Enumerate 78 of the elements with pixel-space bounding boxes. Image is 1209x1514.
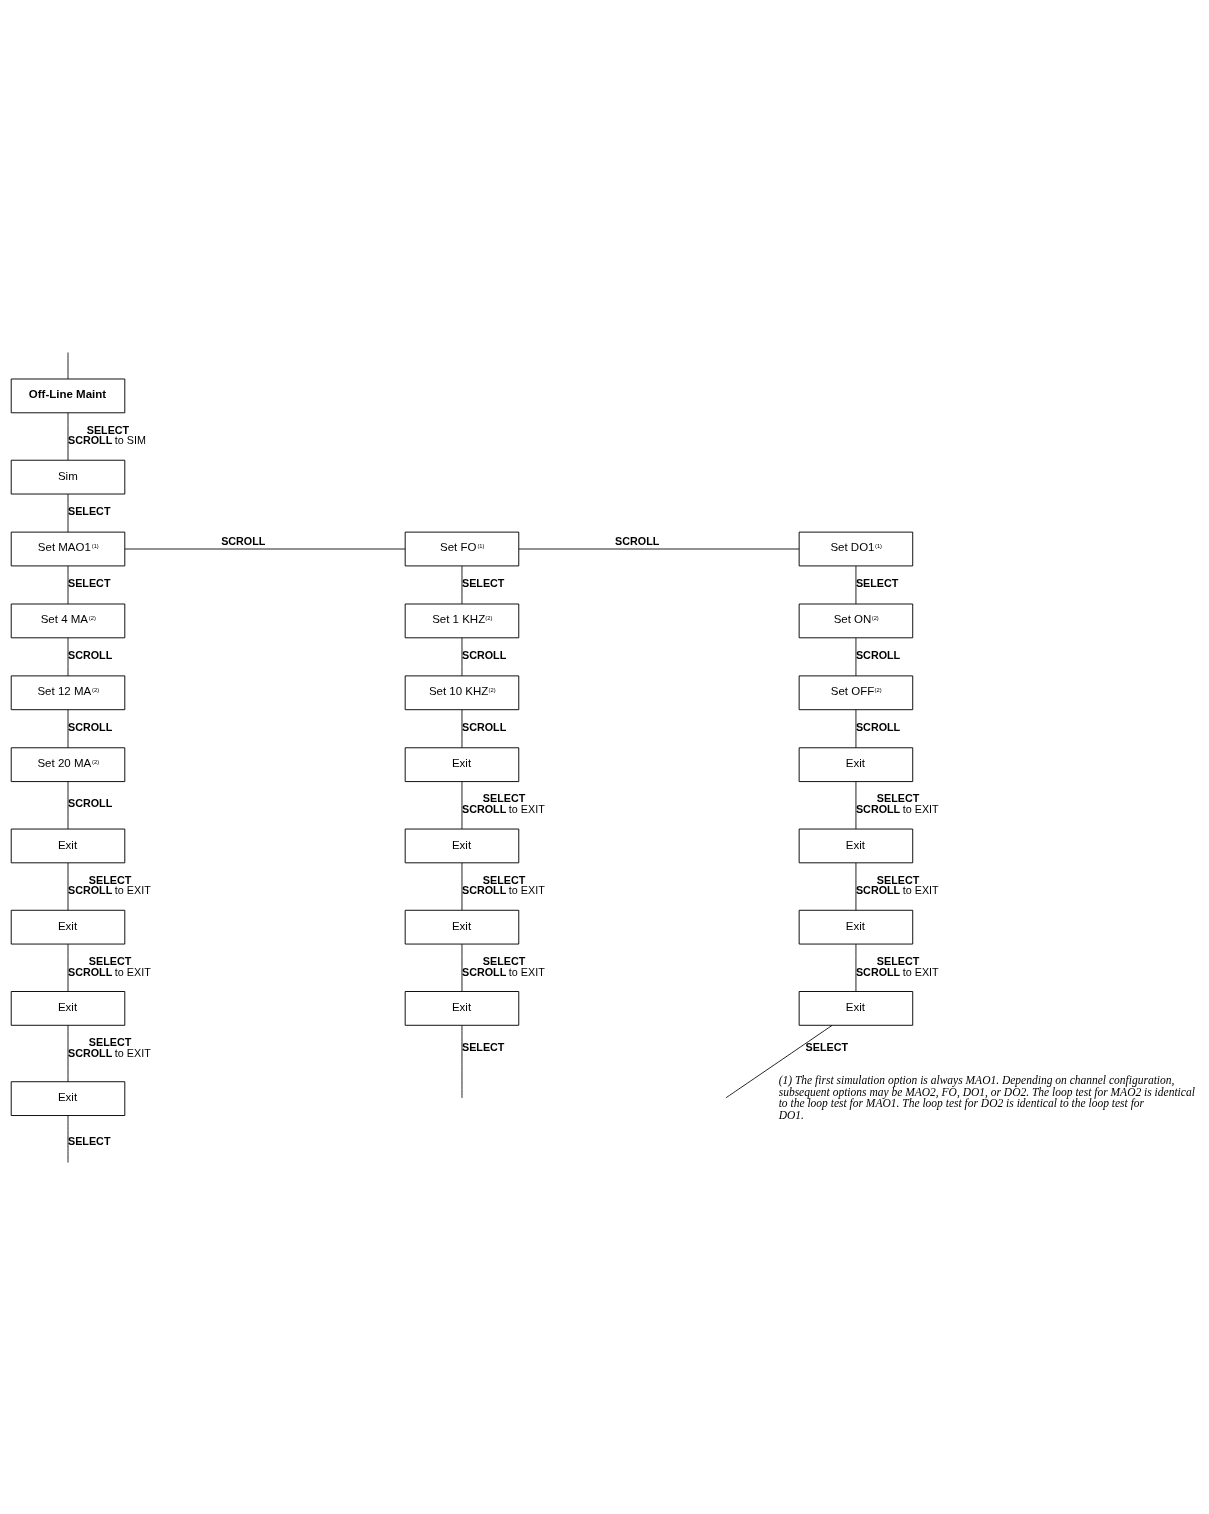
- connector: [461, 1024, 463, 1098]
- node-box: Exit: [10, 990, 126, 1026]
- node-box: Off-Line Maint: [10, 378, 126, 413]
- node-box: Sim: [10, 459, 126, 494]
- connector: [461, 637, 463, 676]
- connector: [67, 708, 69, 748]
- edge-label: SELECT SCROLL to SIM: [68, 423, 146, 446]
- edge-label: SELECT SCROLL to EXIT: [461, 873, 545, 896]
- node-box: Exit: [404, 828, 520, 863]
- edge-label: SELECT SCROLL to EXIT: [855, 791, 939, 815]
- edge-label: SELECT SCROLL to EXIT: [68, 954, 151, 978]
- edge-label: SCROLL: [461, 648, 507, 661]
- node-box: Set 4 MA$^{(2)}$: [10, 603, 126, 638]
- edge-label: SCROLL: [461, 720, 507, 733]
- connector: [67, 862, 69, 911]
- edge-label: SELECT: [461, 576, 505, 589]
- edge-label: SELECT: [805, 1040, 849, 1053]
- edge-label: SELECT: [461, 1040, 505, 1053]
- edge-label: SELECT: [68, 1134, 111, 1147]
- connector: [67, 493, 69, 532]
- edge-label: SCROLL: [68, 648, 113, 661]
- node-box: Set MAO1$^{(1)}$: [10, 531, 126, 566]
- edge-label: SELECT: [855, 576, 899, 589]
- edge-label: SELECT SCROLL to EXIT: [68, 1035, 151, 1059]
- connector: [124, 548, 406, 549]
- edge-label: SCROLL: [855, 648, 901, 661]
- edge-label: SCROLL: [615, 534, 660, 547]
- node-box: Exit: [10, 909, 126, 945]
- connector: [855, 780, 857, 829]
- node-box: Exit: [404, 990, 520, 1026]
- connector: [67, 1114, 69, 1163]
- node-box: Set OFF$^{(2)}$: [798, 674, 914, 710]
- node-box: Exit: [404, 746, 520, 782]
- connector: [855, 862, 857, 911]
- connector: [518, 548, 800, 549]
- node-box: Set ON$^{(2)}$: [798, 603, 914, 638]
- node-box: Set 10 KHZ$^{(2)}$: [404, 674, 520, 710]
- connector: [67, 412, 69, 460]
- node-box: Exit: [10, 828, 126, 863]
- edge-label: SCROLL: [68, 796, 113, 809]
- connector: [67, 637, 69, 676]
- connector: [461, 708, 463, 748]
- connector: [67, 780, 69, 829]
- connector: [855, 943, 857, 992]
- node-box: Exit: [10, 1080, 126, 1116]
- node-box: Exit: [404, 909, 520, 945]
- node-box: Set DO1$^{(1)}$: [798, 531, 914, 566]
- connector: [725, 1024, 833, 1098]
- edge-label: SCROLL: [221, 534, 266, 547]
- connector: [461, 862, 463, 911]
- connector: [461, 780, 463, 829]
- connector: [67, 943, 69, 992]
- node-box: Exit: [798, 909, 914, 945]
- edge-label: SELECT SCROLL to EXIT: [68, 873, 151, 896]
- node-box: Set FO$^{(1)}$: [404, 531, 520, 566]
- label: (1) The first simulation option is always MAO1. Depending on channel configuration, subsequent options may be MAO2, FO, DO1, or DO2. The loop test for MAO2 is identical to the loop test for MAO1. The loop test for DO2 is identical to the loop test for DO1.: [778, 1073, 1195, 1121]
- edge-label: SELECT SCROLL to EXIT: [461, 954, 545, 978]
- connector: [855, 565, 857, 604]
- node-box: Set 20 MA$^{(2)}$: [10, 746, 126, 782]
- connector: [461, 943, 463, 992]
- node-box: Exit: [798, 828, 914, 863]
- edge-label: SELECT SCROLL to EXIT: [461, 791, 545, 815]
- edge-label: SELECT: [68, 504, 111, 517]
- node-box: Set 12 MA$^{(2)}$: [10, 674, 126, 710]
- node-box: Exit: [798, 990, 914, 1026]
- connector: [67, 565, 69, 604]
- connector: [461, 565, 463, 604]
- connector: [855, 637, 857, 676]
- connector: [67, 1024, 69, 1082]
- edge-label: SCROLL: [855, 720, 901, 733]
- node-box: Set 1 KHZ$^{(2)}$: [404, 603, 520, 638]
- edge-label: SELECT SCROLL to EXIT: [855, 954, 939, 978]
- edge-label: SELECT: [68, 576, 111, 589]
- connector: [67, 351, 69, 379]
- node-box: Exit: [798, 746, 914, 782]
- edge-label: SELECT SCROLL to EXIT: [855, 873, 939, 896]
- edge-label: SCROLL: [68, 720, 113, 733]
- connector: [855, 708, 857, 748]
